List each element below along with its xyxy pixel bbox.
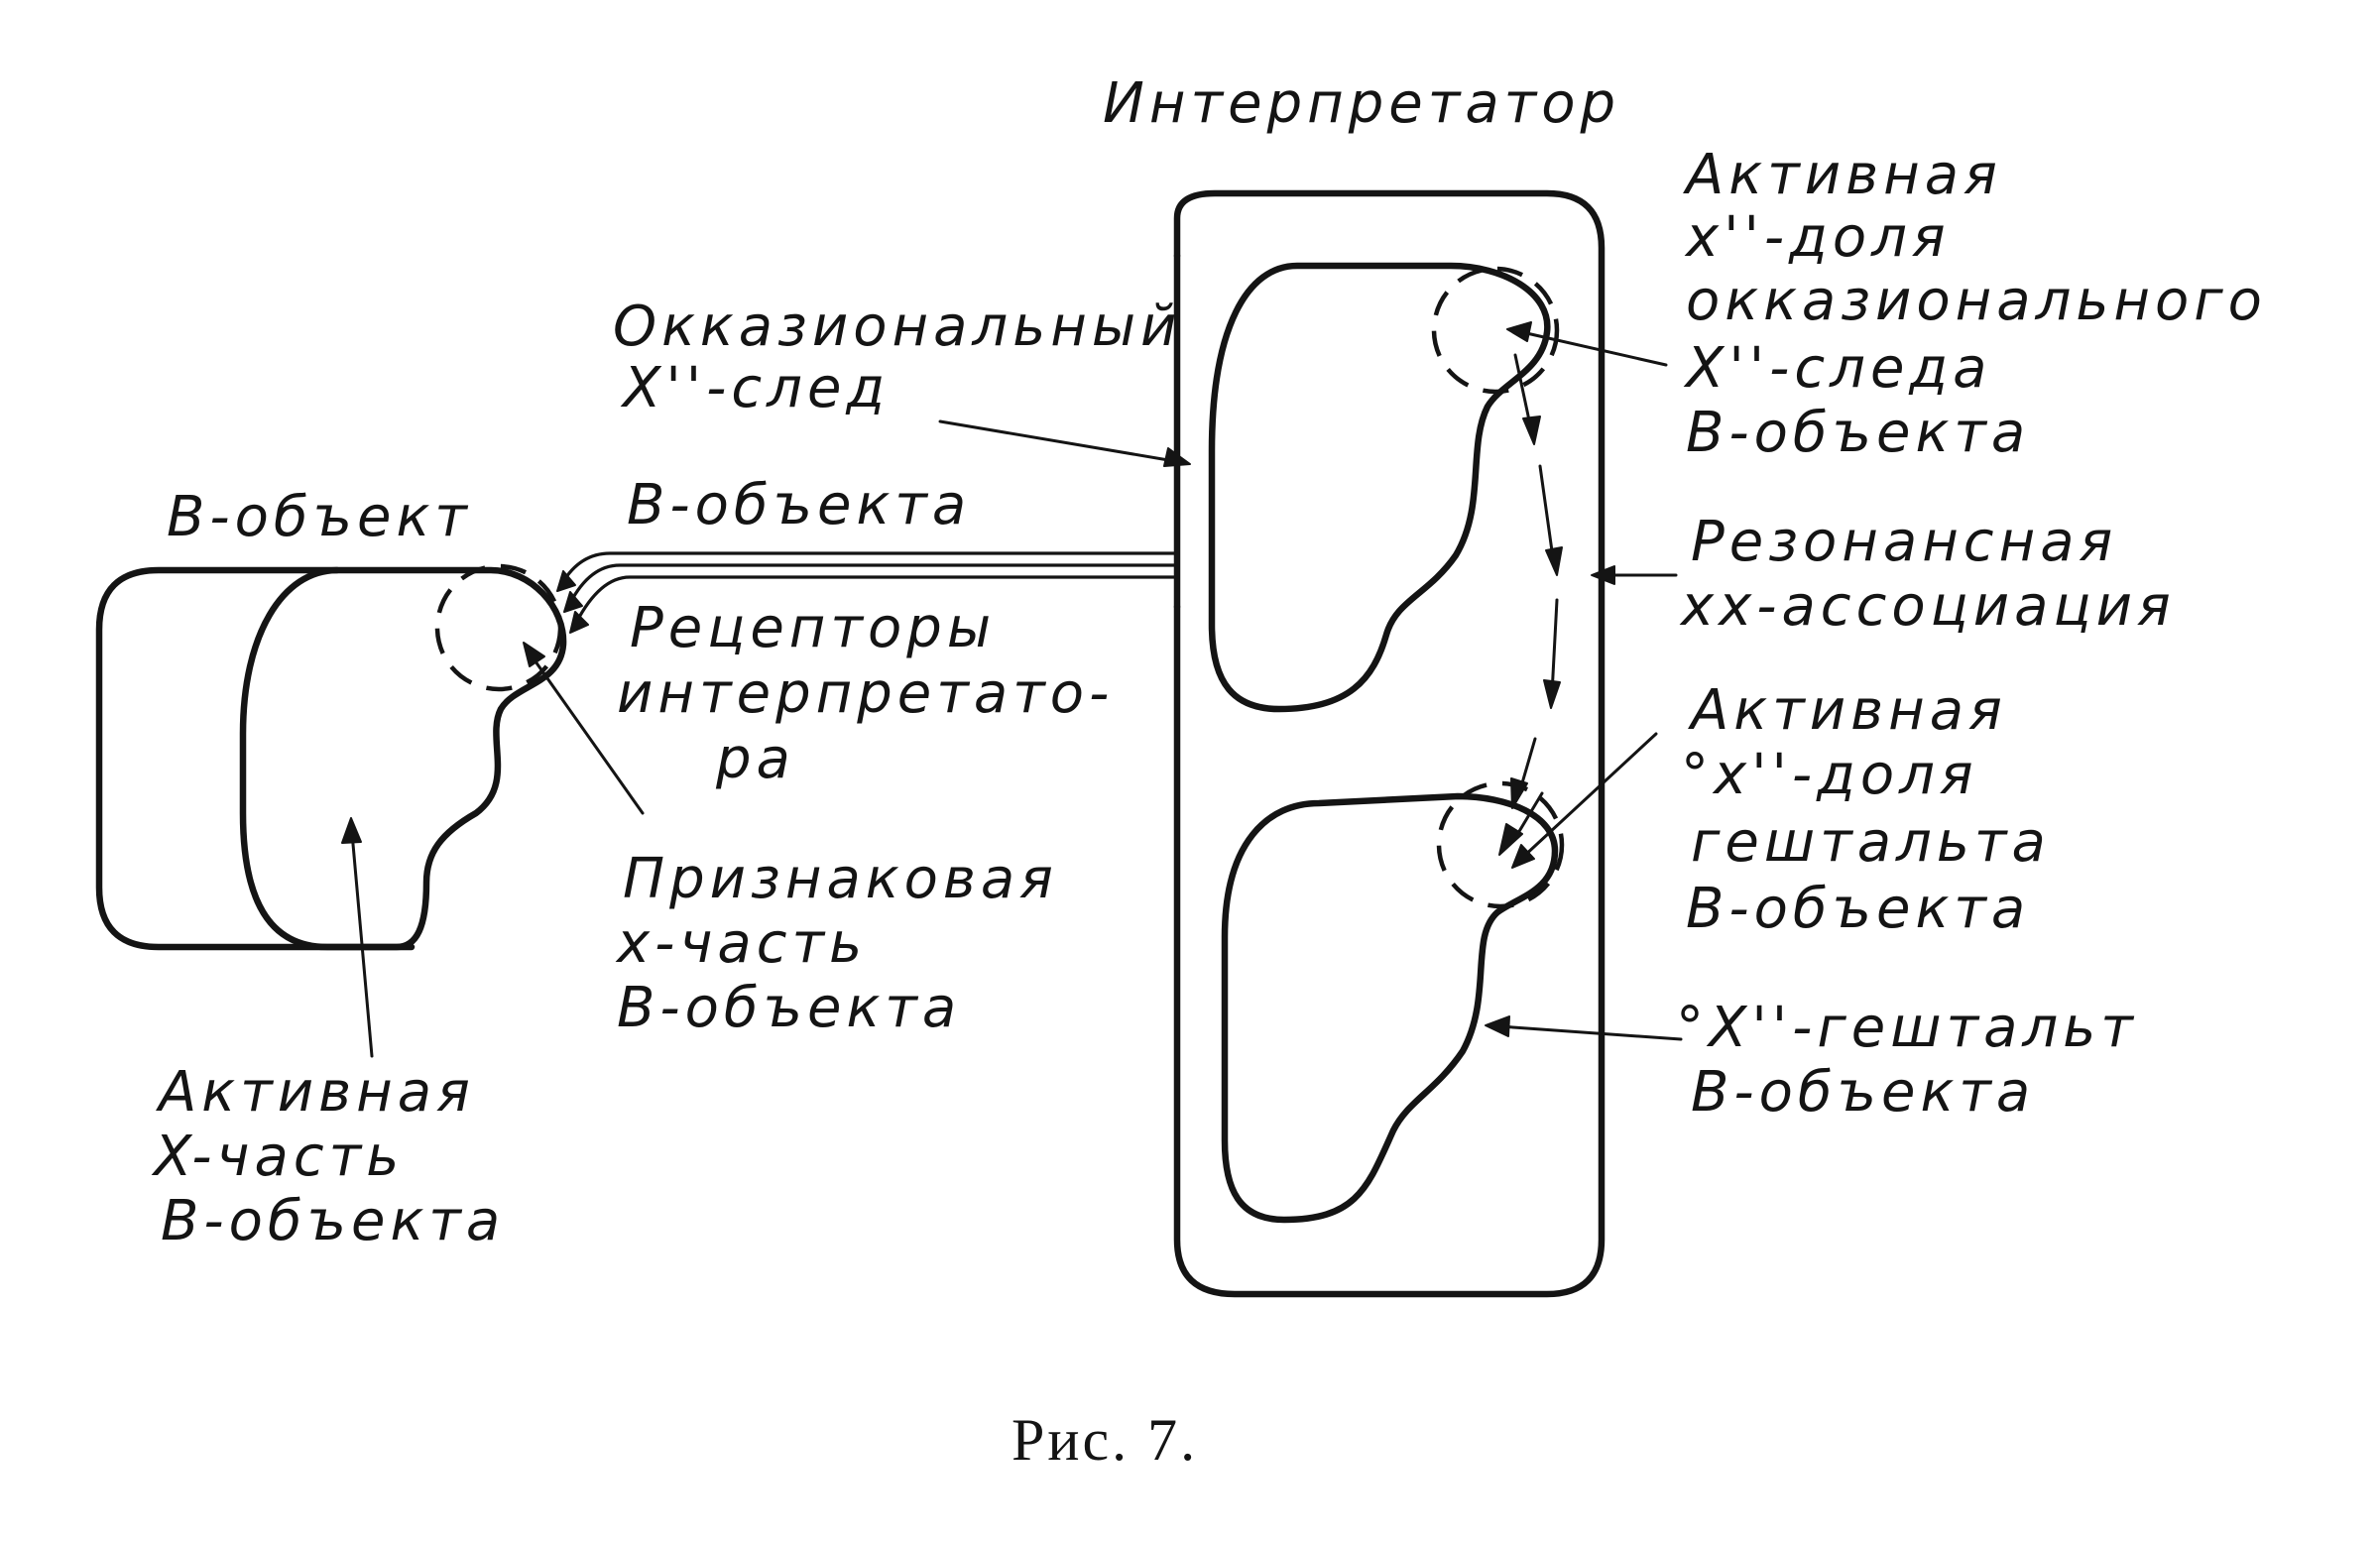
active-gestalt-share-label-line-2: °x''-доля — [1681, 743, 1978, 807]
active-occasional-share-circle — [1431, 266, 1560, 395]
leader-active-gestalt-share — [1520, 732, 1658, 860]
leader-occasional-trace — [938, 419, 1182, 464]
active-occasional-share-label-line-2: x''-доля — [1684, 205, 1951, 270]
resonance-association-label-line-1: Резонансная — [1691, 510, 2117, 574]
occasional-trace-label-line-2: X''-след — [620, 356, 890, 420]
active-occasional-share-label-line-3: окказионального — [1686, 269, 2267, 333]
gestalt-label-line-2: В-объекта — [1691, 1060, 2035, 1125]
b-object-label: В-объект — [167, 485, 472, 549]
active-x-part-label-line-3: В-объекта — [161, 1189, 505, 1253]
active-x-part-label-line-2: X-часть — [151, 1125, 404, 1189]
gestalt-label-line-1: °X''-гештальт — [1676, 996, 2138, 1060]
sign-part-label-line-2: x-часть — [615, 911, 867, 976]
occasional-trace-shape — [1208, 262, 1551, 713]
sign-part-label-line-3: В-объекта — [617, 976, 961, 1040]
active-gestalt-share-label-line-1: Активная — [1688, 678, 2007, 743]
channel-arrowhead-3 — [569, 611, 589, 634]
active-x-part-label-line-1: Активная — [156, 1060, 475, 1125]
sign-part-circle — [434, 563, 563, 692]
active-gestalt-share-circle — [1436, 780, 1565, 909]
active-occasional-share-label-line-4: X''-следа — [1683, 336, 1991, 401]
interpreter — [1173, 189, 1606, 1298]
resonance-association-label-line-2: xx-ассоциация — [1679, 574, 2176, 639]
channel-arrowhead-1 — [556, 570, 576, 592]
leader-arrows — [341, 321, 1683, 1058]
channel-line-3 — [574, 575, 1179, 625]
active-gestalt-share-label-line-3: гештальта — [1691, 810, 2051, 875]
b-object-outline — [95, 566, 416, 951]
interpreter-outline — [1173, 189, 1606, 1298]
gestalt-shape — [1221, 792, 1559, 1224]
signal-b-object-label: В-объекта — [627, 473, 971, 537]
receptors-label-line-2: интерпретато- — [617, 661, 1114, 726]
resonance-association-arrows — [1498, 353, 1563, 856]
figure-caption: Рис. 7. — [1012, 1407, 1198, 1473]
active-occasional-share-label-line-5: В-объекта — [1686, 401, 2030, 465]
active-occasional-share-label-line-1: Активная — [1683, 143, 2002, 207]
occasional-trace-label-line-1: Окказиональный — [613, 295, 1181, 359]
channel-line-2 — [568, 563, 1179, 605]
leader-active-occasional-share — [1520, 330, 1668, 367]
interpreter-title: Интерпретатор — [1103, 71, 1620, 136]
active-x-part-shape — [239, 566, 567, 951]
receptors-label-line-3: ра — [715, 727, 795, 791]
leader-sign-part — [529, 653, 645, 815]
receptors-label-line-1: Рецепторы — [630, 596, 996, 660]
b-object — [95, 563, 567, 951]
leader-gestalt — [1497, 1024, 1683, 1041]
signal-channel — [556, 551, 1179, 634]
sign-part-label-line-1: Признаковая — [623, 847, 1058, 911]
leader-active-x-part — [350, 831, 374, 1058]
channel-arrowhead-2 — [563, 591, 583, 613]
active-gestalt-share-label-line-4: В-объекта — [1686, 877, 2030, 941]
